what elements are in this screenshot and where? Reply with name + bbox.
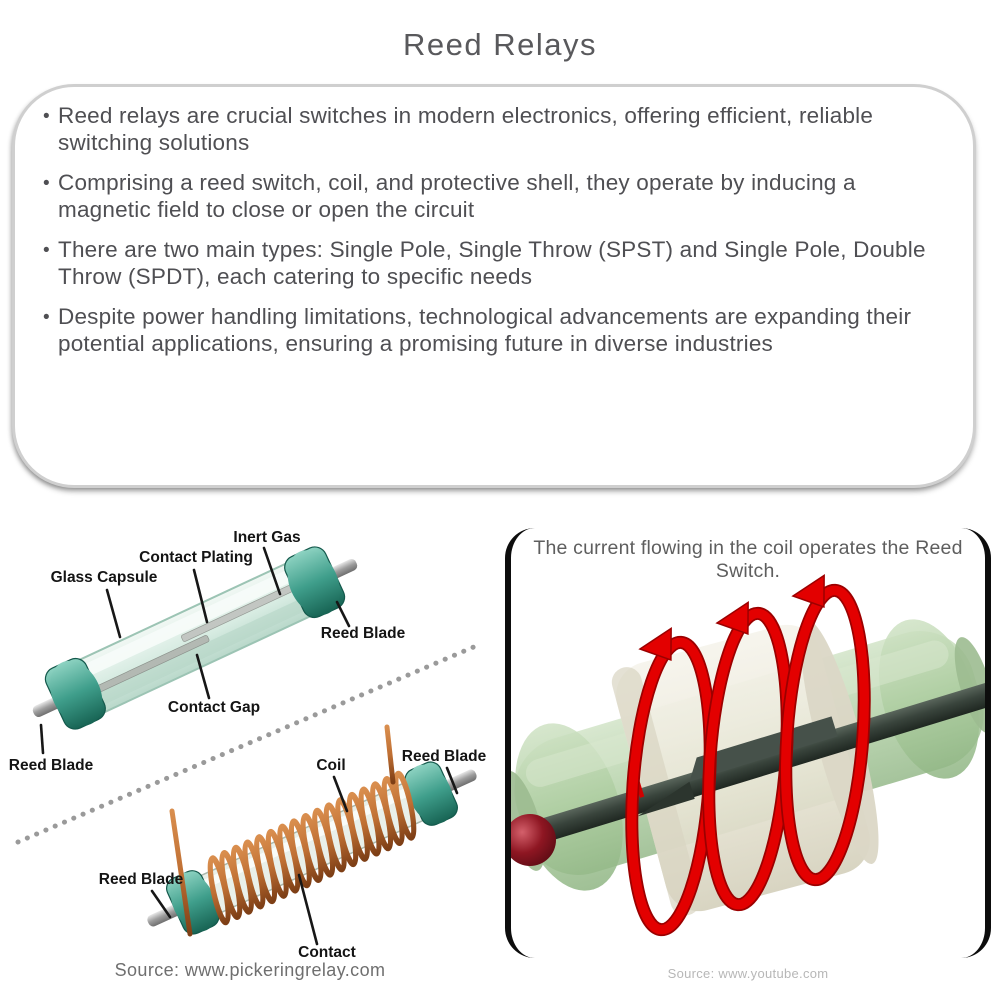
page-title: Reed Relays xyxy=(403,27,597,62)
summary-box: Reed relays are crucial switches in mode… xyxy=(12,84,976,488)
dotted-divider xyxy=(15,643,479,845)
coil-lead-right xyxy=(384,724,396,785)
label-reed-blade-top-right: Reed Blade xyxy=(402,748,487,765)
leader-lines xyxy=(150,766,459,946)
bullet-item: There are two main types: Single Pole, S… xyxy=(43,236,931,290)
arrow-head xyxy=(791,573,825,609)
bullet-item: Reed relays are crucial switches in mode… xyxy=(43,102,931,156)
reed-relay-diagram: Coil Reed Blade Reed Blade Contact xyxy=(99,724,487,961)
leader-lines xyxy=(39,546,351,755)
bullet-item: Despite power handling limitations, tech… xyxy=(43,303,931,357)
label-reed-blade-right: Reed Blade xyxy=(321,625,406,642)
terminal-ball xyxy=(511,814,556,866)
right-figure: The current flowing in the coil operates… xyxy=(505,528,991,958)
reed-switch-diagram: Inert Gas Contact Plating Glass Capsule … xyxy=(9,529,406,774)
coil-windings xyxy=(207,770,417,926)
right-figure-drawing xyxy=(511,573,985,937)
arrow-head xyxy=(638,626,672,662)
label-inert-gas: Inert Gas xyxy=(233,529,300,546)
label-reed-blade-left: Reed Blade xyxy=(99,871,184,888)
arrow-head xyxy=(715,600,749,636)
bullet-item: Comprising a reed switch, coil, and prot… xyxy=(43,169,931,223)
label-glass-capsule: Glass Capsule xyxy=(51,569,158,586)
bullet-list: Reed relays are crucial switches in mode… xyxy=(43,102,931,357)
right-figure-caption: The current flowing in the coil operates… xyxy=(533,537,963,582)
label-reed-blade-left: Reed Blade xyxy=(9,757,94,774)
left-figure: Inert Gas Contact Plating Glass Capsule … xyxy=(9,529,487,980)
label-contact-plating: Contact Plating xyxy=(139,549,253,566)
left-figure-source: Source: www.pickeringrelay.com xyxy=(115,960,386,980)
coil-lead-left xyxy=(169,808,193,937)
current-arrows xyxy=(625,573,871,937)
label-coil: Coil xyxy=(316,757,345,774)
label-contact: Contact xyxy=(298,944,356,961)
label-contact-gap: Contact Gap xyxy=(168,699,260,716)
right-figure-source: Source: www.youtube.com xyxy=(667,966,829,981)
